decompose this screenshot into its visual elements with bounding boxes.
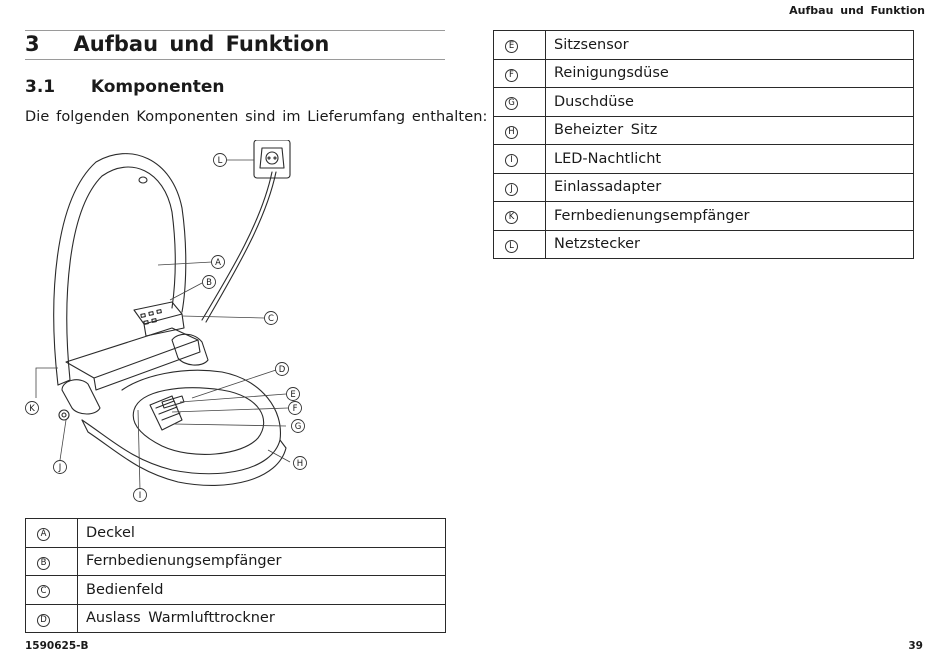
components-table-right: E Sitzsensor F Reinigungsdüse G Duschdüs… [493,30,914,259]
callout-letter-k: K [29,404,35,414]
leader-e [179,393,287,403]
component-label: Reinigungsdüse [545,58,914,88]
leader-f [171,407,289,413]
component-label: Auslass Warmlufttrockner [77,603,446,633]
leader-h [267,449,291,463]
component-label: Fernbedienungsempfänger [545,201,914,231]
key-badge: E [505,40,518,54]
callout-letter-g: G [295,422,302,432]
table-row: G Duschdüse [493,87,914,117]
chapter-rule-bottom [25,59,445,60]
callout-a: A [211,255,225,269]
intro-text: Die folgenden Komponenten sind im Liefer… [25,109,488,125]
wall-socket [253,140,291,179]
table-row: B Fernbedienungsempfänger [25,546,446,576]
callout-letter-h: H [297,459,303,469]
callout-letter-a: A [215,258,221,268]
table-row: C Bedienfeld [25,575,446,605]
callout-d: D [275,362,289,376]
lid-inner-edge [66,166,176,381]
component-label: Bedienfeld [77,575,446,605]
leader-i [137,409,141,491]
key-badge: D [37,613,50,627]
power-cord [201,171,273,321]
key-badge: H [505,125,518,139]
table-row: D Auslass Warmlufttrockner [25,603,446,633]
key-badge: B [37,556,50,570]
key-badge: L [505,239,518,253]
callout-letter-e: E [290,390,295,400]
leader-j [59,419,67,461]
leader-k [35,367,58,398]
component-label: Beheizter Sitz [545,115,914,145]
component-label: Duschdüse [545,87,914,117]
key-badge: C [37,585,50,599]
key-badge: K [505,211,518,225]
callout-letter-b: B [206,278,212,288]
seat-opening [132,387,265,455]
toilet-seat-illustration: A B C D E F G H I J K L [25,140,307,502]
table-row: F Reinigungsdüse [493,58,914,88]
seat-body [81,369,282,475]
component-label: Sitzsensor [545,30,914,60]
callout-letter-i: I [139,491,142,501]
table-row: L Netzstecker [493,229,914,259]
callout-letter-l: L [218,156,223,166]
table-row: J Einlassadapter [493,172,914,202]
callout-g: G [291,419,305,433]
lid-outline [53,153,187,386]
leader-g [173,423,287,427]
table-row: I LED-Nachtlicht [493,144,914,174]
key-badge: J [505,182,518,196]
callout-e: E [286,387,300,401]
callout-h: H [293,456,307,470]
table-row: E Sitzsensor [493,30,914,60]
table-row: K Fernbedienungsempfänger [493,201,914,231]
callout-b: B [202,275,216,289]
callout-letter-d: D [279,365,286,375]
callout-letter-j: J [58,463,62,473]
component-label: LED-Nachtlicht [545,144,914,174]
components-table-left: A Deckel B Fernbedienungsempfänger C Bed… [25,518,446,633]
leader-c [181,315,265,319]
key-badge: I [505,154,518,168]
key-badge: G [505,97,518,111]
section-title: 3.1 Komponenten [25,77,225,97]
chapter-rule-top [25,30,445,31]
leader-b [169,282,203,301]
leader-a [157,261,213,266]
component-label: Fernbedienungsempfänger [77,546,446,576]
callout-letter-c: C [268,314,274,324]
document-number: 1590625-B [25,640,89,652]
running-header: Aufbau und Funktion [789,4,925,17]
callout-j: J [53,460,67,474]
callout-i: I [133,488,147,502]
callout-c: C [264,311,278,325]
leader-d [191,369,277,399]
callout-f: F [288,401,302,415]
callout-letter-f: F [293,404,298,414]
component-label: Einlassadapter [545,172,914,202]
nozzle-arm [149,395,183,431]
table-row: H Beheizter Sitz [493,115,914,145]
callout-k: K [25,401,39,415]
key-badge: F [505,68,518,82]
component-label: Deckel [77,518,446,548]
page-number: 39 [908,640,923,652]
table-row: A Deckel [25,518,446,548]
callout-l: L [213,153,227,167]
chapter-title: 3 Aufbau und Funktion [25,32,330,56]
component-label: Netzstecker [545,229,914,259]
key-badge: A [37,528,50,542]
